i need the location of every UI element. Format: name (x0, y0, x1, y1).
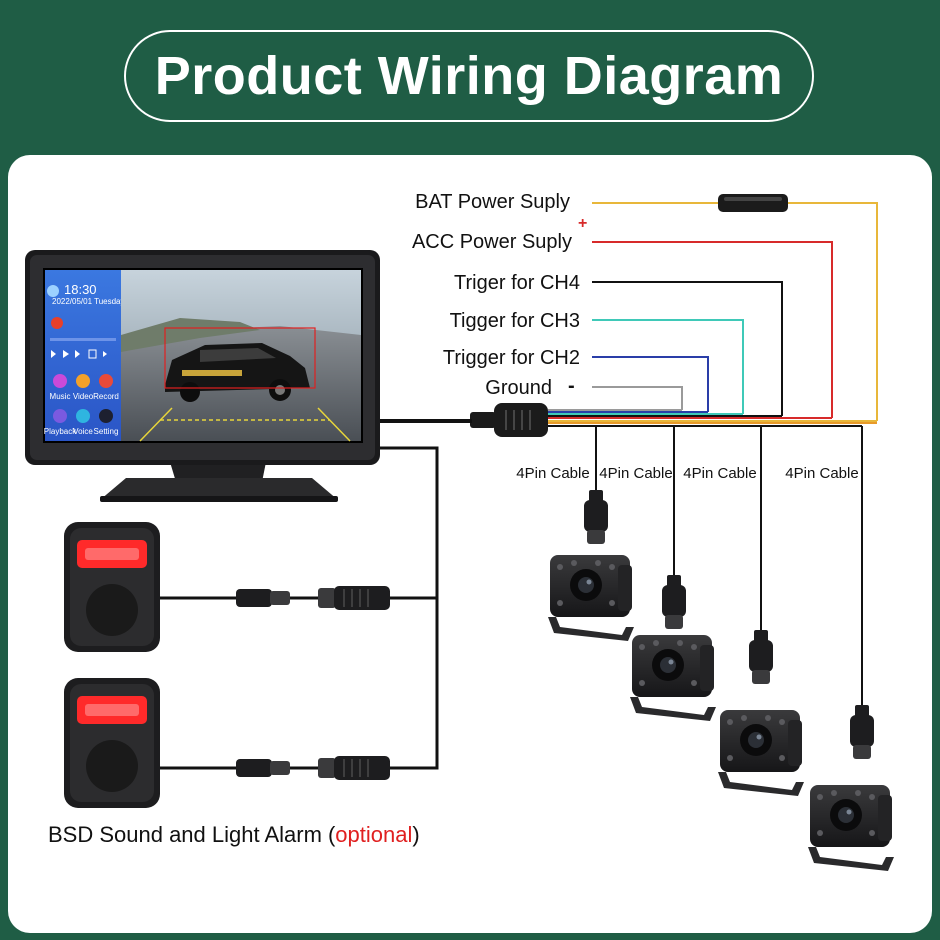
alarm-caption: BSD Sound and Light Alarm(optional) (48, 822, 420, 847)
monitor-time: 18:30 (64, 282, 97, 297)
power-wires (592, 202, 878, 421)
ch3-wire (592, 319, 744, 414)
alarm-connector-2 (236, 756, 390, 780)
speaker-grill-2 (86, 740, 138, 792)
camera-plug-1 (584, 490, 608, 544)
main-connector (470, 403, 548, 437)
alarm-unit-1 (64, 522, 160, 652)
voice-label: Voice (73, 427, 93, 436)
ground-label: Ground (485, 377, 552, 399)
camera-plug-3 (749, 630, 773, 684)
alarm-unit-2 (64, 678, 160, 808)
camera-1 (548, 490, 634, 641)
ch2-wire (592, 356, 709, 412)
camera-plug-2 (662, 575, 686, 629)
monitor: 18:30 2022/05/01 Tuesday Music Video Rec… (25, 250, 380, 502)
voice-icon (76, 409, 90, 423)
cable-label-2: 4Pin Cable (599, 465, 672, 482)
camera-4 (808, 705, 894, 871)
alarm-connector-1 (236, 586, 390, 610)
ground-wire (592, 386, 683, 410)
record-dot-icon (51, 317, 63, 329)
ch4-label: Triger for CH4 (454, 272, 580, 294)
plus-sign: + (578, 215, 587, 232)
record-label: Record (93, 392, 119, 401)
page-title: Product Wiring Diagram (154, 46, 784, 106)
title-banner: Product Wiring Diagram (124, 30, 814, 122)
alarm-paren-close: ) (412, 822, 419, 847)
video-icon (76, 374, 90, 388)
minus-sign: - (568, 375, 575, 397)
record-icon (99, 374, 113, 388)
acc-label: ACC Power Suply (412, 231, 572, 253)
ch2-label: Trigger for CH2 (443, 347, 580, 369)
monitor-date: 2022/05/01 Tuesday (52, 297, 125, 306)
alarm-cable (158, 446, 439, 770)
setting-icon (99, 409, 113, 423)
cable-label-4: 4Pin Cable (785, 465, 858, 482)
setting-label: Setting (94, 427, 119, 436)
media-controls (51, 349, 107, 359)
camera-bracket-1 (548, 617, 634, 641)
playback-icon (53, 409, 67, 423)
cable-label-3: 4Pin Cable (683, 465, 756, 482)
ch3-label: Tigger for CH3 (450, 310, 580, 332)
music-label: Music (50, 392, 71, 401)
parking-guide-lines (139, 407, 351, 442)
fuse-holder (718, 194, 788, 212)
speaker-grill-1 (86, 584, 138, 636)
detection-box (164, 327, 316, 389)
bat-label: BAT Power Suply (415, 191, 570, 213)
video-label: Video (73, 392, 94, 401)
camera-2 (630, 575, 716, 721)
acc-wire (592, 241, 833, 418)
alarm-paren-open: ( (328, 822, 336, 847)
car-image (165, 343, 310, 402)
alarm-caption-main: BSD Sound and Light Alarm (48, 822, 322, 847)
cable-label-1: 4Pin Cable (516, 465, 589, 482)
ch4-wire (592, 281, 783, 416)
alarm-optional: optional (335, 822, 412, 847)
camera-bracket-2 (630, 697, 716, 721)
camera-3 (718, 630, 804, 796)
camera-bracket-3 (718, 772, 804, 796)
camera-bracket-4 (808, 847, 894, 871)
camera-drop-cables (595, 426, 863, 705)
music-icon (53, 374, 67, 388)
bat-wire-2 (786, 202, 878, 421)
playback-label: Playback (44, 427, 77, 436)
wire-bundle (548, 409, 877, 427)
camera-plug-4 (850, 705, 874, 759)
weather-icon (47, 285, 59, 297)
